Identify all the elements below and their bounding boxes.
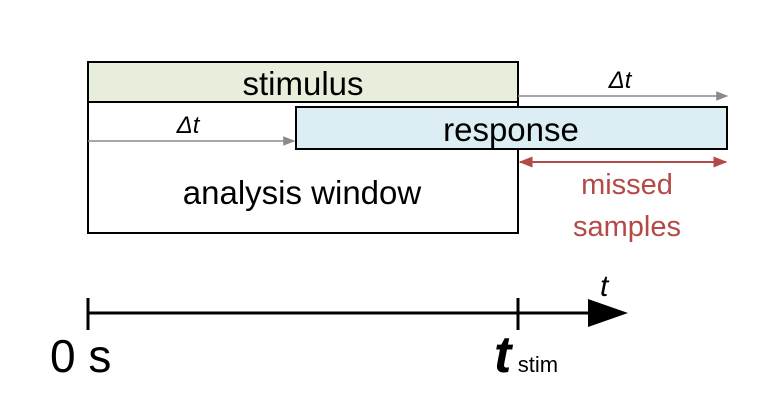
origin-label: 0 s [50, 330, 111, 382]
samples-label: samples [573, 211, 681, 243]
analysis-window-label: analysis window [183, 174, 422, 211]
missed-label: missed [581, 169, 673, 201]
time-axis-label: t [600, 270, 610, 303]
delta-t-left-label: Δt [176, 112, 201, 139]
tstim-label: t stim [494, 326, 558, 384]
delta-t-top-label: Δt [608, 67, 633, 94]
tstim-main: t [494, 326, 514, 384]
time-axis-arrowhead [588, 299, 628, 327]
stimulus-box [87, 61, 519, 103]
response-label: response [443, 111, 579, 148]
stimulus-label: stimulus [242, 65, 363, 102]
tstim-subscript: stim [518, 352, 558, 377]
response-box [295, 106, 728, 150]
